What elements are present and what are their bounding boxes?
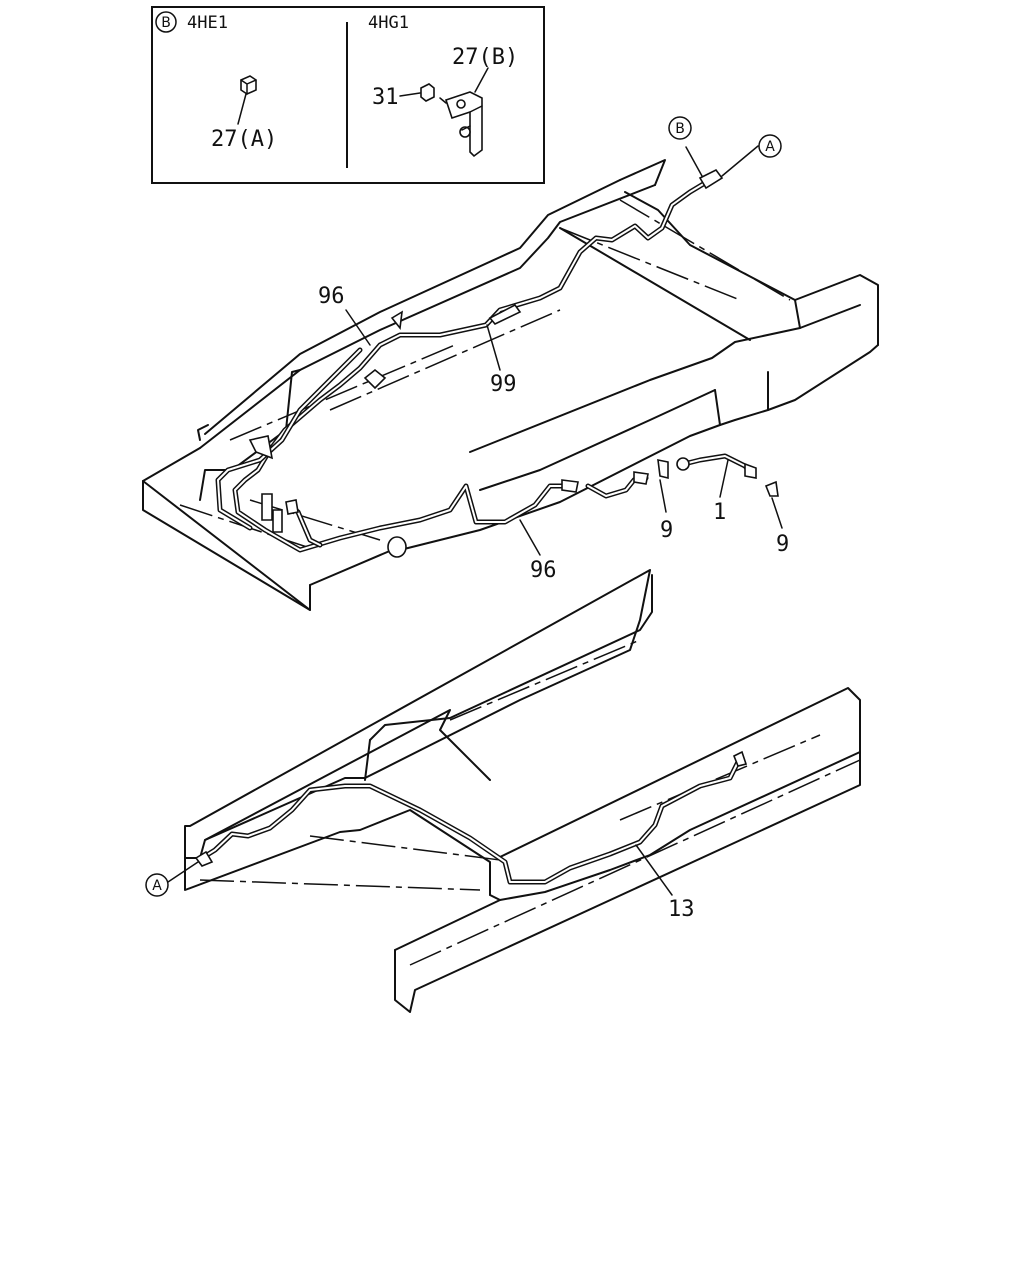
callout-27a: 27(A) <box>211 127 277 152</box>
svg-text:A: A <box>765 139 775 155</box>
callout-96-lower: 96 <box>530 558 557 583</box>
inset-marker-letter: B <box>161 15 171 31</box>
callout-96-upper: 96 <box>318 284 345 309</box>
inset-variant-right: 4HG1 <box>368 13 409 33</box>
part-13-fuel-line <box>194 750 748 885</box>
upper-fuel-lines <box>215 168 724 553</box>
leader-lines <box>167 145 783 896</box>
marker-a-bottom: A <box>145 873 169 897</box>
callout-9-right: 9 <box>776 532 789 557</box>
part-27a-nut <box>240 75 257 95</box>
inset-variant-left: 4HE1 <box>187 13 228 33</box>
fitting-union <box>285 499 299 515</box>
fitting-rear-sleeve <box>561 479 579 493</box>
part-27b-bracket <box>439 91 483 158</box>
fitting-clip-top <box>390 310 403 330</box>
part-9-clip-left <box>657 458 669 480</box>
part-1-flex-hose <box>676 453 757 479</box>
marker-b-top: B <box>668 116 692 140</box>
frame-mount-bushing <box>387 536 407 558</box>
part-31-nut <box>420 83 435 102</box>
lower-chassis-frame <box>184 569 861 1013</box>
inset-detail-box: B 4HE1 4HG1 27(A) 27(B) 31 <box>151 6 545 184</box>
callout-1: 1 <box>713 500 726 525</box>
fitting-vertical-2 <box>272 509 283 533</box>
fitting-joint-99 <box>488 303 522 325</box>
inset-marker-circle <box>155 11 177 33</box>
callout-9-left: 9 <box>660 518 673 543</box>
callout-99: 99 <box>490 372 517 397</box>
part-9-clip-right <box>764 480 779 497</box>
fitting-rear-end <box>633 471 649 485</box>
callout-31: 31 <box>372 85 399 110</box>
fitting-vertical-1 <box>261 493 273 521</box>
fitting-clamp <box>363 368 387 390</box>
marker-a-top: A <box>758 134 782 158</box>
callout-27b: 27(B) <box>452 45 518 70</box>
svg-text:B: B <box>675 121 685 137</box>
callout-13: 13 <box>668 897 695 922</box>
fitting-front-connector <box>698 168 724 190</box>
upper-chassis-frame <box>142 159 879 611</box>
svg-text:A: A <box>152 878 162 894</box>
fitting-bracket-left <box>248 435 274 460</box>
